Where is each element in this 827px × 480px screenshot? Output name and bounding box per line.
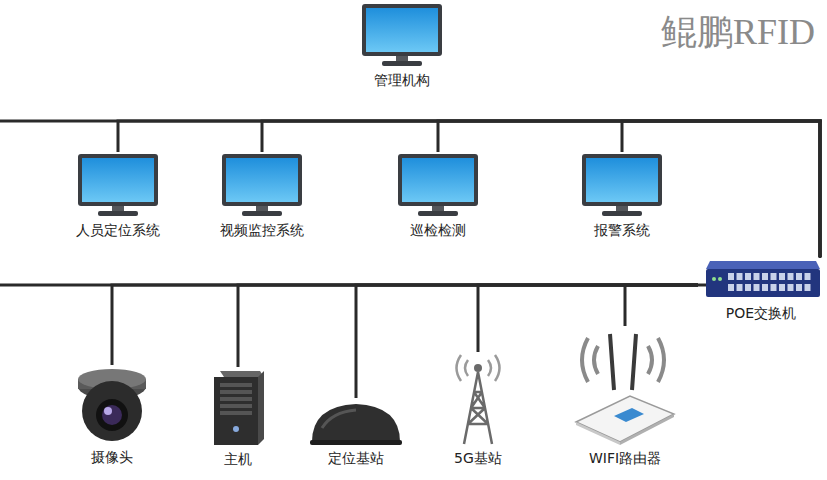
device-label: 5G基站 — [446, 449, 510, 467]
device-node: 主机 — [206, 367, 270, 468]
network-link — [356, 285, 698, 398]
server-icon — [210, 367, 266, 447]
network-link — [238, 285, 698, 367]
device-label: 报警系统 — [576, 221, 668, 239]
device-node: WIFI路由器 — [566, 326, 684, 467]
watermark: 鲲鹏RFID — [661, 10, 815, 54]
device-node: 管理机构 — [356, 2, 448, 89]
device-label: 管理机构 — [356, 71, 448, 89]
device-label: 摄像头 — [68, 448, 156, 466]
device-label: 巡检检测 — [392, 221, 484, 239]
network-link — [625, 285, 698, 326]
network-link — [438, 121, 820, 257]
device-label: 定位基站 — [304, 449, 408, 467]
wifi-icon — [570, 326, 680, 446]
monitor-icon — [220, 152, 304, 218]
device-node: 报警系统 — [576, 152, 668, 239]
monitor-icon — [580, 152, 664, 218]
monitor-icon — [360, 2, 444, 68]
device-label: 人员定位系统 — [72, 221, 164, 239]
device-node: 摄像头 — [68, 365, 156, 466]
device-node: 人员定位系统 — [72, 152, 164, 239]
device-node: 巡检检测 — [392, 152, 484, 239]
device-node: 视频监控系统 — [216, 152, 308, 239]
monitor-icon — [396, 152, 480, 218]
network-link — [118, 121, 820, 257]
network-link — [262, 121, 820, 257]
device-label: WIFI路由器 — [566, 449, 684, 467]
monitor-icon — [76, 152, 160, 218]
camera-icon — [72, 365, 152, 445]
switch-icon — [704, 257, 822, 301]
device-label: 视频监控系统 — [216, 221, 308, 239]
device-node: 5G基站 — [446, 352, 510, 467]
device-label: POE交换机 — [698, 304, 824, 322]
device-node: 定位基站 — [304, 398, 408, 467]
dome-icon — [308, 398, 404, 446]
device-label: 主机 — [206, 450, 270, 468]
tower-icon — [450, 352, 506, 446]
device-node: POE交换机 — [698, 257, 824, 322]
